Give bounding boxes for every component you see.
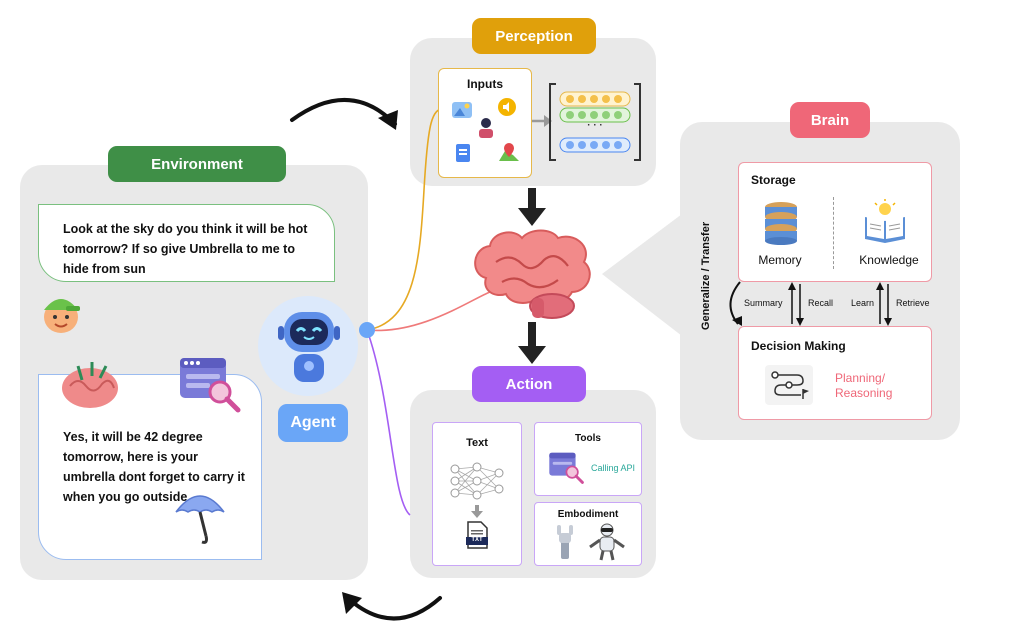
central-brain-icon bbox=[474, 229, 591, 319]
down-arrow-1-shaft bbox=[528, 188, 536, 210]
inputs-card: Inputs bbox=[438, 68, 532, 178]
storage-label: Storage bbox=[751, 173, 796, 187]
perception-title: Perception bbox=[495, 27, 573, 45]
input-audio-icon bbox=[498, 98, 516, 116]
agent-robot-icon bbox=[278, 312, 340, 382]
user-message-bubble: Look at the sky do you think it will be … bbox=[38, 204, 335, 282]
action-embodiment-card: Embodiment bbox=[534, 502, 642, 566]
input-document-icon bbox=[456, 144, 470, 162]
decision-making-card: Decision Making Planning/ Reasoning bbox=[738, 326, 932, 420]
generalize-transfer-label: Generalize / Transfer bbox=[700, 221, 712, 331]
planning-reasoning-line1: Planning/ bbox=[835, 371, 886, 385]
input-image-icon bbox=[452, 102, 472, 118]
down-arrow-1-head bbox=[518, 208, 546, 226]
action-title-pill: Action bbox=[472, 366, 586, 402]
flow-arrow-bottom-head bbox=[342, 592, 362, 614]
down-arrow-2-head bbox=[518, 346, 546, 364]
summary-label: Summary bbox=[744, 298, 783, 308]
agent-connector-dot bbox=[359, 322, 375, 338]
action-text-card: Text TXT bbox=[432, 422, 522, 566]
agent-reply-text: Yes, it will be 42 degree tomorrow, here… bbox=[63, 430, 245, 504]
input-person-icon bbox=[479, 118, 493, 138]
umbrella-icon bbox=[175, 495, 225, 544]
input-location-icon bbox=[499, 143, 519, 161]
txt-file-icon bbox=[466, 521, 488, 549]
calling-api-text: Calling API bbox=[591, 463, 636, 473]
flow-arrow-bottom bbox=[348, 596, 442, 621]
storage-decision-arrows bbox=[729, 281, 892, 326]
environment-title-pill: Environment bbox=[108, 146, 286, 182]
decision-making-label: Decision Making bbox=[751, 339, 846, 353]
agent-label: Agent bbox=[290, 414, 336, 431]
memory-label: Memory bbox=[758, 253, 802, 267]
down-arrow-2-shaft bbox=[528, 322, 536, 348]
memory-database-icon bbox=[765, 202, 797, 245]
action-tools-card: Tools Calling API bbox=[534, 422, 642, 496]
web-search-icon bbox=[180, 358, 241, 413]
action-tools-label: Tools bbox=[575, 433, 601, 444]
retrieve-label: Retrieve bbox=[896, 298, 930, 308]
user-message-text: Look at the sky do you think it will be … bbox=[63, 222, 308, 276]
connector-to-action bbox=[366, 329, 411, 516]
environment-title: Environment bbox=[151, 155, 243, 173]
neural-network-icon bbox=[450, 462, 504, 500]
text-down-arrow-icon bbox=[471, 505, 483, 518]
brain-callout-pointer bbox=[602, 214, 682, 336]
flow-arrow-top bbox=[290, 98, 397, 126]
recall-label: Recall bbox=[808, 298, 834, 308]
tools-web-search-icon bbox=[549, 452, 584, 484]
connector-to-brain bbox=[366, 291, 491, 332]
connector-to-perception bbox=[366, 107, 445, 331]
token-ellipsis: · · · bbox=[587, 120, 603, 131]
humanoid-robot-icon bbox=[589, 523, 625, 561]
action-title: Action bbox=[505, 375, 553, 393]
perception-title-pill: Perception bbox=[472, 18, 596, 54]
planning-path-icon bbox=[771, 371, 809, 399]
agent-label-pill: Agent bbox=[278, 404, 348, 442]
action-text-label: Text bbox=[466, 437, 488, 449]
inputs-to-tokens-arrow bbox=[532, 115, 552, 127]
brain-title: Brain bbox=[810, 111, 850, 129]
user-avatar-icon bbox=[44, 299, 80, 333]
brain-sticker-icon bbox=[62, 362, 118, 408]
flow-arrow-top-head bbox=[378, 110, 398, 130]
planning-reasoning-line2: Reasoning bbox=[835, 386, 893, 400]
token-embeddings-icon bbox=[549, 83, 641, 161]
inputs-label: Inputs bbox=[467, 77, 503, 91]
knowledge-label: Knowledge bbox=[859, 253, 919, 267]
robot-arm-icon bbox=[557, 525, 573, 559]
knowledge-book-icon bbox=[865, 199, 905, 243]
action-embodiment-label: Embodiment bbox=[557, 509, 619, 520]
brain-title-pill: Brain bbox=[790, 102, 870, 138]
storage-card: Storage Memory Knowledge bbox=[738, 162, 932, 282]
storage-divider bbox=[833, 197, 834, 269]
txt-file-label: TXT bbox=[471, 537, 483, 543]
learn-label: Learn bbox=[851, 298, 875, 308]
